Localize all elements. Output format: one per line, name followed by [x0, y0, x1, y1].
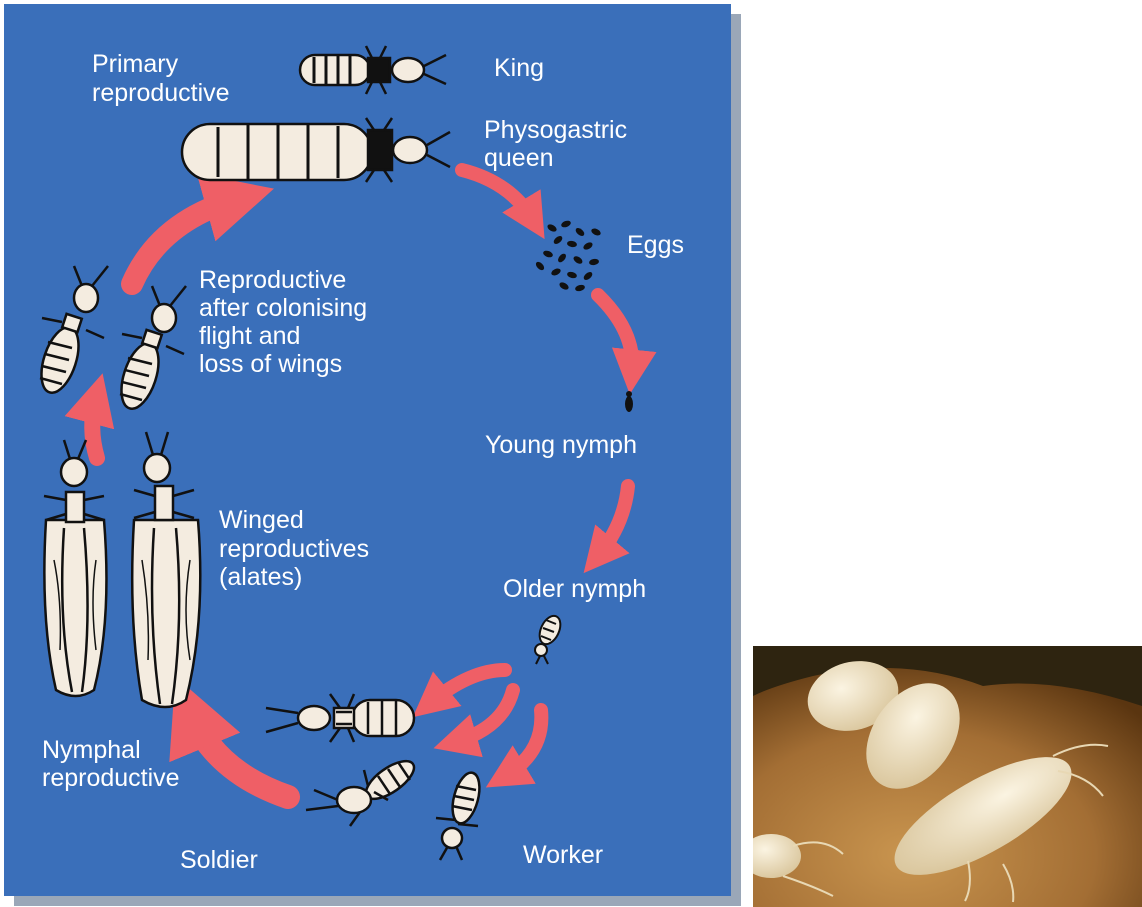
young-nymph-icon [625, 391, 633, 412]
label-worker: Worker [523, 841, 603, 869]
termite-photo [753, 646, 1142, 907]
label-soldier: Soldier [180, 846, 258, 874]
label-king: King [494, 54, 544, 82]
termite-life-cycle-diagram: Primary reproductive King Physogastric q… [0, 0, 742, 906]
label-eggs: Eggs [627, 231, 684, 259]
label-older-nymph: Older nymph [503, 575, 646, 603]
arrow-alates-to-dealates [92, 398, 97, 458]
label-young-nymph: Young nymph [485, 431, 637, 459]
